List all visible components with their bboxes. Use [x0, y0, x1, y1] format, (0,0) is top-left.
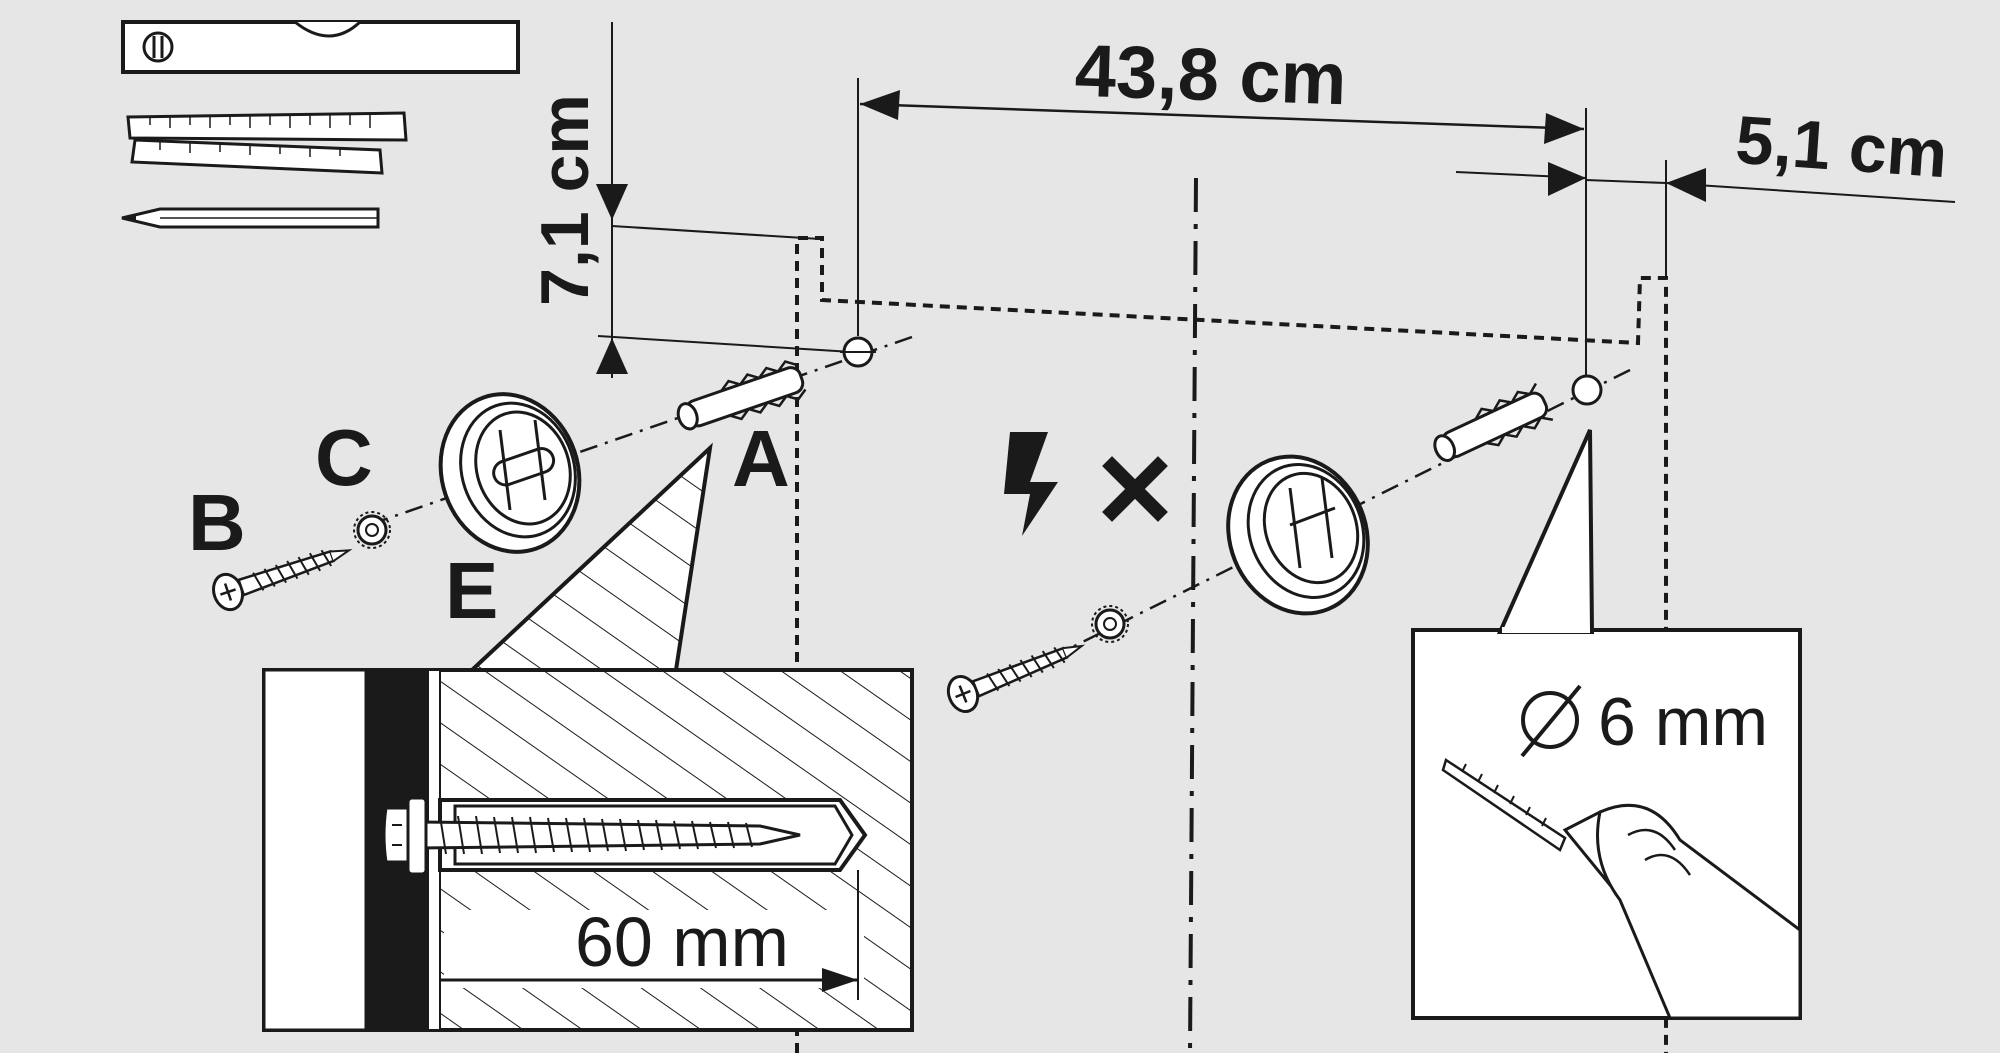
prohibited-cross-icon: [1102, 456, 1168, 522]
washer-right: [1091, 605, 1129, 643]
cross-section-callout: 60 mm: [262, 442, 914, 1032]
hole-spacing-label: 43,8 cm: [1074, 29, 1348, 120]
part-label-washer: C: [315, 413, 373, 502]
dimension-edge-offset: 5,1 cm: [1455, 102, 1956, 278]
dowel-left: [676, 360, 807, 431]
center-line: [1188, 177, 1198, 1053]
part-label-screw: B: [188, 478, 246, 567]
power-drill-icon: [1441, 758, 1802, 1020]
hazard-lightning-icon: [1004, 432, 1058, 536]
part-label-dowel: A: [732, 414, 790, 503]
screw-right: [946, 644, 1086, 713]
spirit-level-icon: [121, 20, 520, 74]
diameter-icon: [1520, 684, 1582, 758]
drill-depth-label: 60 mm: [575, 903, 789, 981]
drill-hole-right: [1571, 374, 1603, 406]
folding-ruler-icon: [126, 111, 408, 175]
cap-right: [1226, 454, 1370, 616]
part-label-cap: E: [445, 546, 498, 635]
cap-left: [438, 392, 582, 554]
pencil-icon: [121, 207, 380, 229]
edge-offset-label: 5,1 cm: [1733, 102, 1949, 193]
drill-diameter-label: 6 mm: [1598, 684, 1768, 760]
vertical-offset-label: 7,1 cm: [527, 94, 603, 306]
dimension-vertical-offset: 7,1 cm: [527, 22, 853, 378]
screw-left: [212, 549, 353, 612]
drill-callout: 6 mm: [1411, 429, 1802, 1020]
drill-hole-left: [840, 336, 876, 368]
dimension-hole-spacing: 43,8 cm: [857, 29, 1587, 380]
washer-left: [353, 511, 391, 549]
dowel-right: [1433, 382, 1554, 463]
